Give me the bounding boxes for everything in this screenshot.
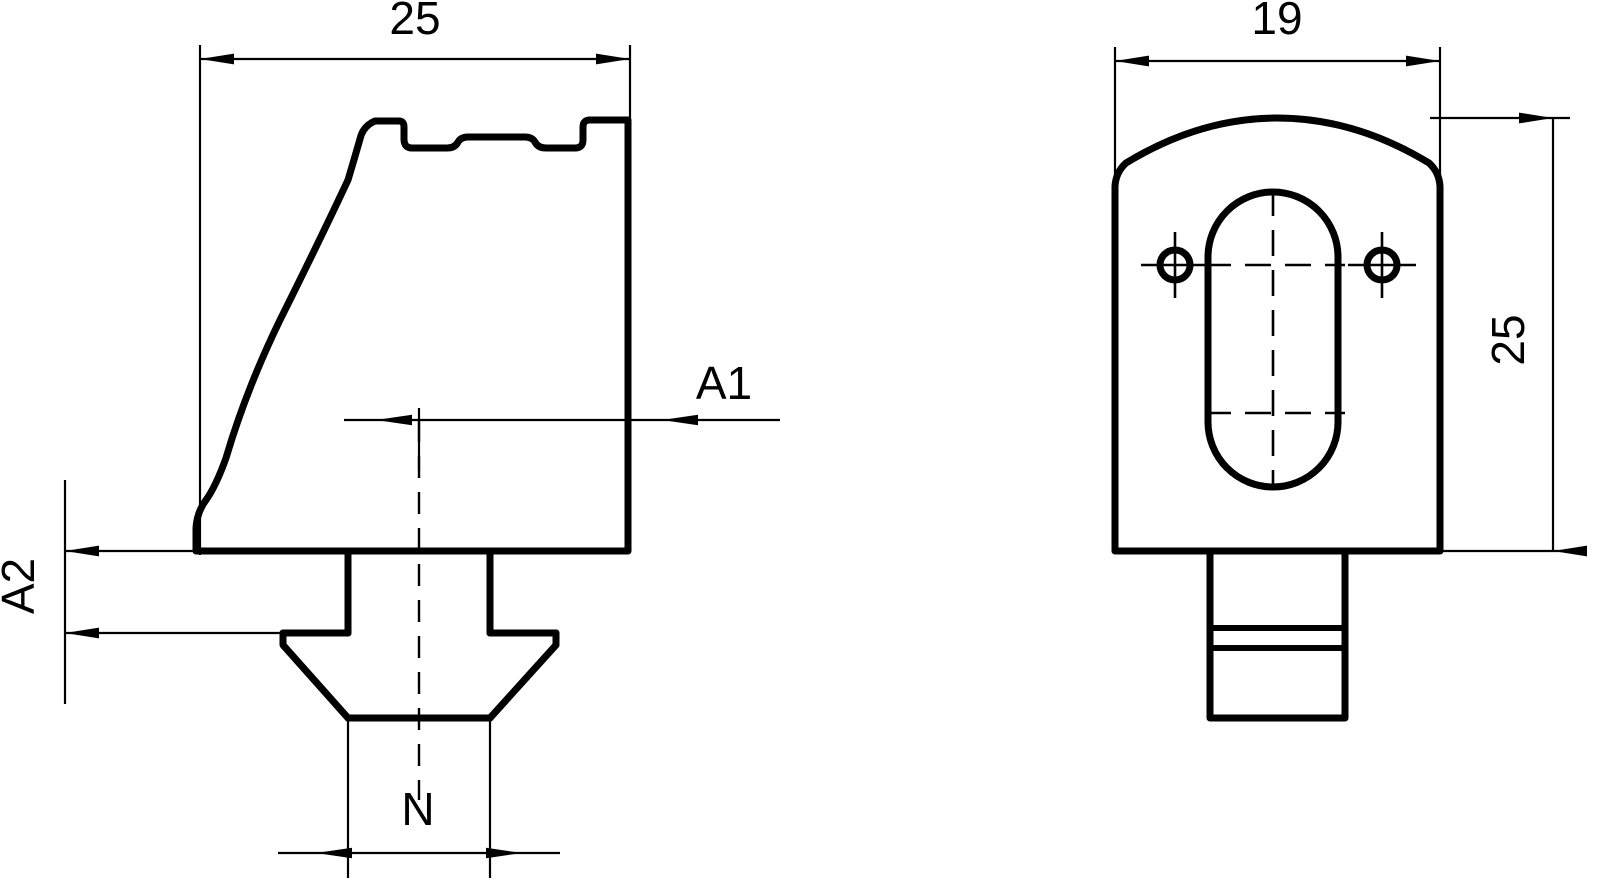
front-obround-slot xyxy=(1204,188,1342,491)
dimension-label-25-width: 25 xyxy=(389,0,440,44)
a1-arrow-right xyxy=(662,414,698,426)
dimension-label-a2: A2 xyxy=(0,558,44,614)
dimension-a1: A1 xyxy=(344,357,780,470)
dimension-label-a1: A1 xyxy=(696,357,752,409)
dimension-n: N xyxy=(278,783,560,859)
dimension-width-25: 25 xyxy=(198,0,632,555)
front-view: 19 25 xyxy=(1111,0,1587,722)
side-stem-flange-taper-left xyxy=(279,629,352,722)
front-stem-outline xyxy=(1206,547,1349,722)
dimension-height-25: 25 xyxy=(1430,112,1587,557)
a1-arrow-left xyxy=(376,414,412,426)
side-section-view: 25 A1 A2 N xyxy=(0,0,780,878)
n-arrow-right xyxy=(486,847,522,859)
dimension-width-19: 19 xyxy=(1113,0,1442,196)
dimension-label-19: 19 xyxy=(1251,0,1302,44)
n-arrow-left xyxy=(316,847,352,859)
dimension-a2: A2 xyxy=(0,480,340,704)
front-body-outline xyxy=(1111,114,1444,555)
dimension-label-n: N xyxy=(401,783,434,835)
side-stem-flange-taper-right xyxy=(486,629,560,722)
dimension-label-25-height: 25 xyxy=(1482,314,1534,365)
side-body-outline xyxy=(192,116,632,555)
